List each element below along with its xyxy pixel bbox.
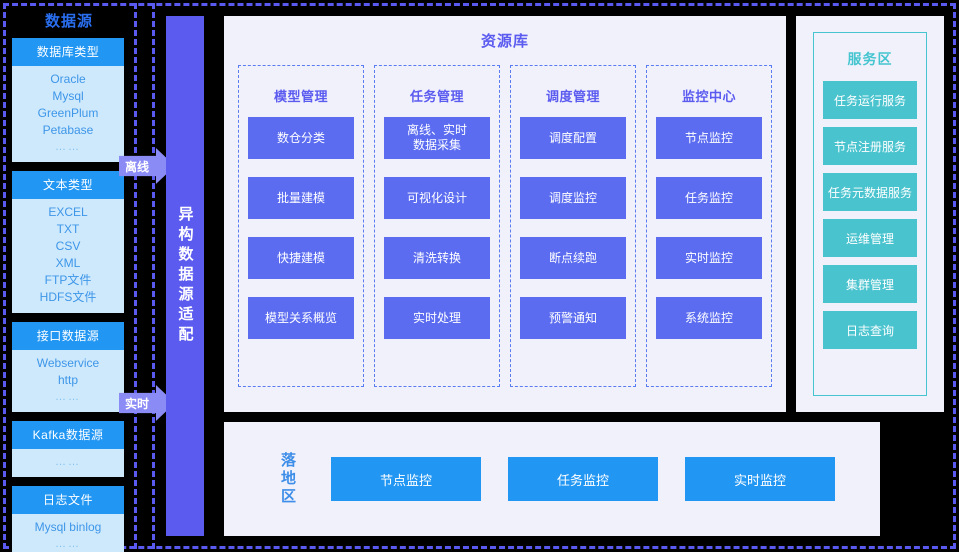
data-source-card-body: Mysql binlog …… [12, 514, 124, 552]
service-zone-tile[interactable]: 日志查询 [823, 311, 917, 349]
adapter-bar-label: 异构数据源适配 [176, 206, 194, 346]
data-source-card[interactable]: 文本类型 EXCEL TXT CSV XML FTP文件 HDFS文件 [12, 171, 124, 313]
landing-zone-title: 落地区 [279, 452, 296, 506]
data-source-card-title: 文本类型 [12, 171, 124, 199]
service-zone-section: 服务区 任务运行服务节点注册服务任务元数据服务运维管理集群管理日志查询 [796, 16, 944, 412]
resource-pool-section: 资源库 模型管理数仓分类批量建模快捷建模模型关系概览任务管理离线、实时数据采集可… [224, 16, 786, 412]
data-source-item: Mysql [52, 89, 84, 103]
resource-pool-column: 调度管理调度配置调度监控断点续跑预警通知 [510, 65, 636, 387]
resource-pool-column-title: 调度管理 [545, 89, 600, 104]
resource-pool-tile[interactable]: 调度监控 [520, 177, 626, 219]
resource-pool-column-title: 监控中心 [681, 89, 736, 104]
resource-pool-tile[interactable]: 调度配置 [520, 117, 626, 159]
resource-pool-tile[interactable]: 系统监控 [656, 297, 762, 339]
divider-dashed-right [152, 3, 155, 549]
service-zone-tile[interactable]: 节点注册服务 [823, 127, 917, 165]
service-zone-tile-list: 任务运行服务节点注册服务任务元数据服务运维管理集群管理日志查询 [823, 81, 917, 349]
resource-pool-tile[interactable]: 实时处理 [384, 297, 490, 339]
data-source-item: Webservice [36, 356, 100, 370]
service-zone-box: 服务区 任务运行服务节点注册服务任务元数据服务运维管理集群管理日志查询 [813, 32, 927, 396]
data-source-ellipsis: …… [55, 538, 81, 550]
data-source-item: HDFS文件 [39, 290, 97, 304]
resource-pool-column: 模型管理数仓分类批量建模快捷建模模型关系概览 [238, 65, 364, 387]
service-zone-tile[interactable]: 任务运行服务 [823, 81, 917, 119]
data-source-item: FTP文件 [44, 273, 92, 287]
resource-pool-tile[interactable]: 可视化设计 [384, 177, 490, 219]
resource-pool-tile-list: 数仓分类批量建模快捷建模模型关系概览 [248, 117, 354, 339]
adapter-bar: 异构数据源适配 [166, 16, 204, 536]
resource-pool-tile[interactable]: 清洗转换 [384, 237, 490, 279]
data-source-card-title: 数据库类型 [12, 38, 124, 66]
service-zone-tile[interactable]: 运维管理 [823, 219, 917, 257]
resource-pool-tile-list: 调度配置调度监控断点续跑预警通知 [520, 117, 626, 339]
resource-pool-column: 监控中心节点监控任务监控实时监控系统监控 [646, 65, 772, 387]
resource-pool-tile-list: 离线、实时数据采集可视化设计清洗转换实时处理 [384, 117, 490, 339]
landing-zone-tile[interactable]: 任务监控 [508, 457, 658, 501]
resource-pool-tile[interactable]: 预警通知 [520, 297, 626, 339]
landing-zone-tile-list: 节点监控任务监控实时监控 [331, 457, 835, 501]
divider-dashed-left [134, 3, 137, 549]
landing-zone-tile[interactable]: 节点监控 [331, 457, 481, 501]
resource-pool-tile[interactable]: 批量建模 [248, 177, 354, 219]
data-source-card-body: Webservice http …… [12, 350, 124, 412]
resource-pool-tile[interactable]: 数仓分类 [248, 117, 354, 159]
resource-pool-column-title: 模型管理 [273, 89, 328, 104]
resource-pool-title: 资源库 [480, 33, 529, 50]
data-source-card[interactable]: Kafka数据源 …… [12, 421, 124, 477]
flow-arrow-offline-label: 离线 [125, 159, 150, 174]
service-zone-title: 服务区 [847, 51, 893, 67]
resource-pool-tile[interactable]: 模型关系概览 [248, 297, 354, 339]
data-source-card-title: Kafka数据源 [12, 421, 124, 449]
resource-pool-tile[interactable]: 断点续跑 [520, 237, 626, 279]
service-zone-tile[interactable]: 任务元数据服务 [823, 173, 917, 211]
resource-pool-tile-list: 节点监控任务监控实时监控系统监控 [656, 117, 762, 339]
resource-pool-tile[interactable]: 离线、实时数据采集 [384, 117, 490, 159]
data-source-card-body: …… [12, 449, 124, 477]
landing-zone-tile[interactable]: 实时监控 [685, 457, 835, 501]
data-source-card-body: EXCEL TXT CSV XML FTP文件 HDFS文件 [12, 199, 124, 313]
data-source-item: XML [55, 256, 81, 270]
data-source-item: Petabase [42, 123, 94, 137]
data-source-ellipsis: …… [55, 141, 81, 153]
data-source-ellipsis: …… [55, 456, 81, 468]
service-zone-tile[interactable]: 集群管理 [823, 265, 917, 303]
flow-arrow-realtime-label: 实时 [125, 396, 150, 411]
data-source-card-title: 日志文件 [12, 486, 124, 514]
data-source-item: CSV [55, 239, 81, 253]
resource-pool-tile[interactable]: 节点监控 [656, 117, 762, 159]
data-source-item: Oracle [50, 72, 86, 86]
outer-dashed-frame [3, 3, 956, 549]
resource-pool-columns: 模型管理数仓分类批量建模快捷建模模型关系概览任务管理离线、实时数据采集可视化设计… [224, 51, 786, 387]
data-source-item: EXCEL [48, 205, 88, 219]
data-source-card[interactable]: 接口数据源 Webservice http …… [12, 322, 124, 412]
resource-pool-tile[interactable]: 实时监控 [656, 237, 762, 279]
data-source-card-title: 接口数据源 [12, 322, 124, 350]
resource-pool-column-title: 任务管理 [409, 89, 464, 104]
data-source-item: http [57, 373, 78, 387]
data-source-item: Mysql binlog [34, 520, 102, 534]
data-source-item: GreenPlum [37, 106, 99, 120]
data-source-title: 数据源 [44, 13, 93, 30]
resource-pool-tile[interactable]: 任务监控 [656, 177, 762, 219]
resource-pool-column: 任务管理离线、实时数据采集可视化设计清洗转换实时处理 [374, 65, 500, 387]
resource-pool-tile[interactable]: 快捷建模 [248, 237, 354, 279]
data-source-ellipsis: …… [55, 391, 81, 403]
landing-zone-section: 落地区 节点监控任务监控实时监控 [224, 422, 880, 536]
data-source-item: TXT [56, 222, 80, 236]
data-source-card[interactable]: 日志文件 Mysql binlog …… [12, 486, 124, 552]
